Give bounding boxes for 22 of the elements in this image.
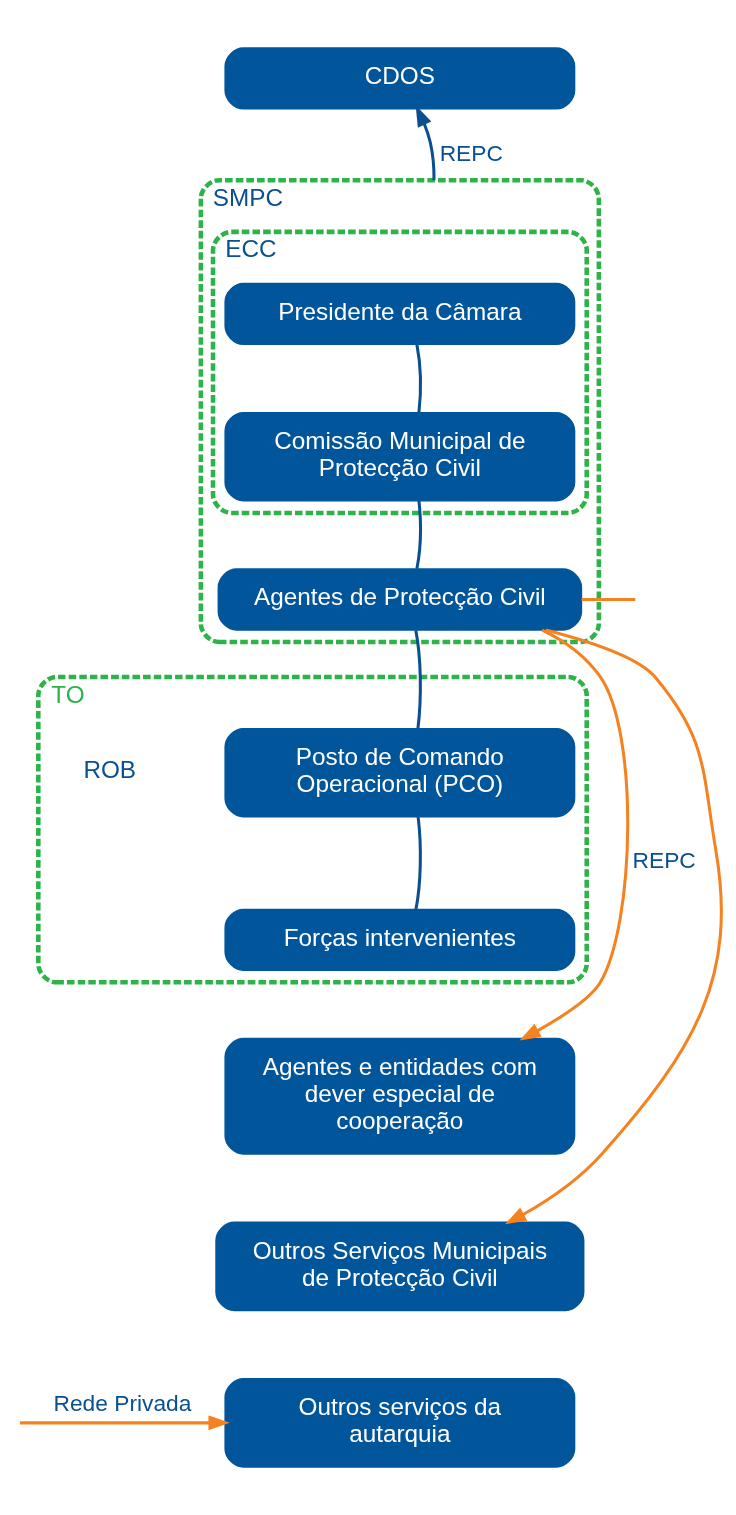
arrow [505,628,723,1225]
connector [414,630,422,729]
label: ROB [83,756,137,784]
node-box: Posto de Comando Operacional (PCO) [224,727,576,818]
node-box: Outros serviços da autarquia [224,1378,576,1468]
node-box: CDOS [224,47,576,110]
node-box: Outros Serviços Municipais de Protecção Civil [215,1221,585,1312]
node-box: Comissão Municipal de Protecção Civil [224,411,576,502]
connector [414,816,422,910]
arrow [415,105,436,181]
arrow [19,1415,230,1431]
node-box: Agentes e entidades com dever especial de cooperação [224,1037,576,1155]
arrow [519,628,630,1041]
connector [415,344,422,413]
connector [581,598,636,602]
edge-label: REPC [439,139,503,166]
node-box: Agentes de Protecção Civil [217,568,583,631]
edge-label: REPC [632,847,696,874]
edge-label: Rede Privada [53,1389,192,1416]
connector [415,500,422,570]
node-box: Forças intervenientes [224,908,576,971]
node-box: Presidente da Câmara [224,282,576,346]
